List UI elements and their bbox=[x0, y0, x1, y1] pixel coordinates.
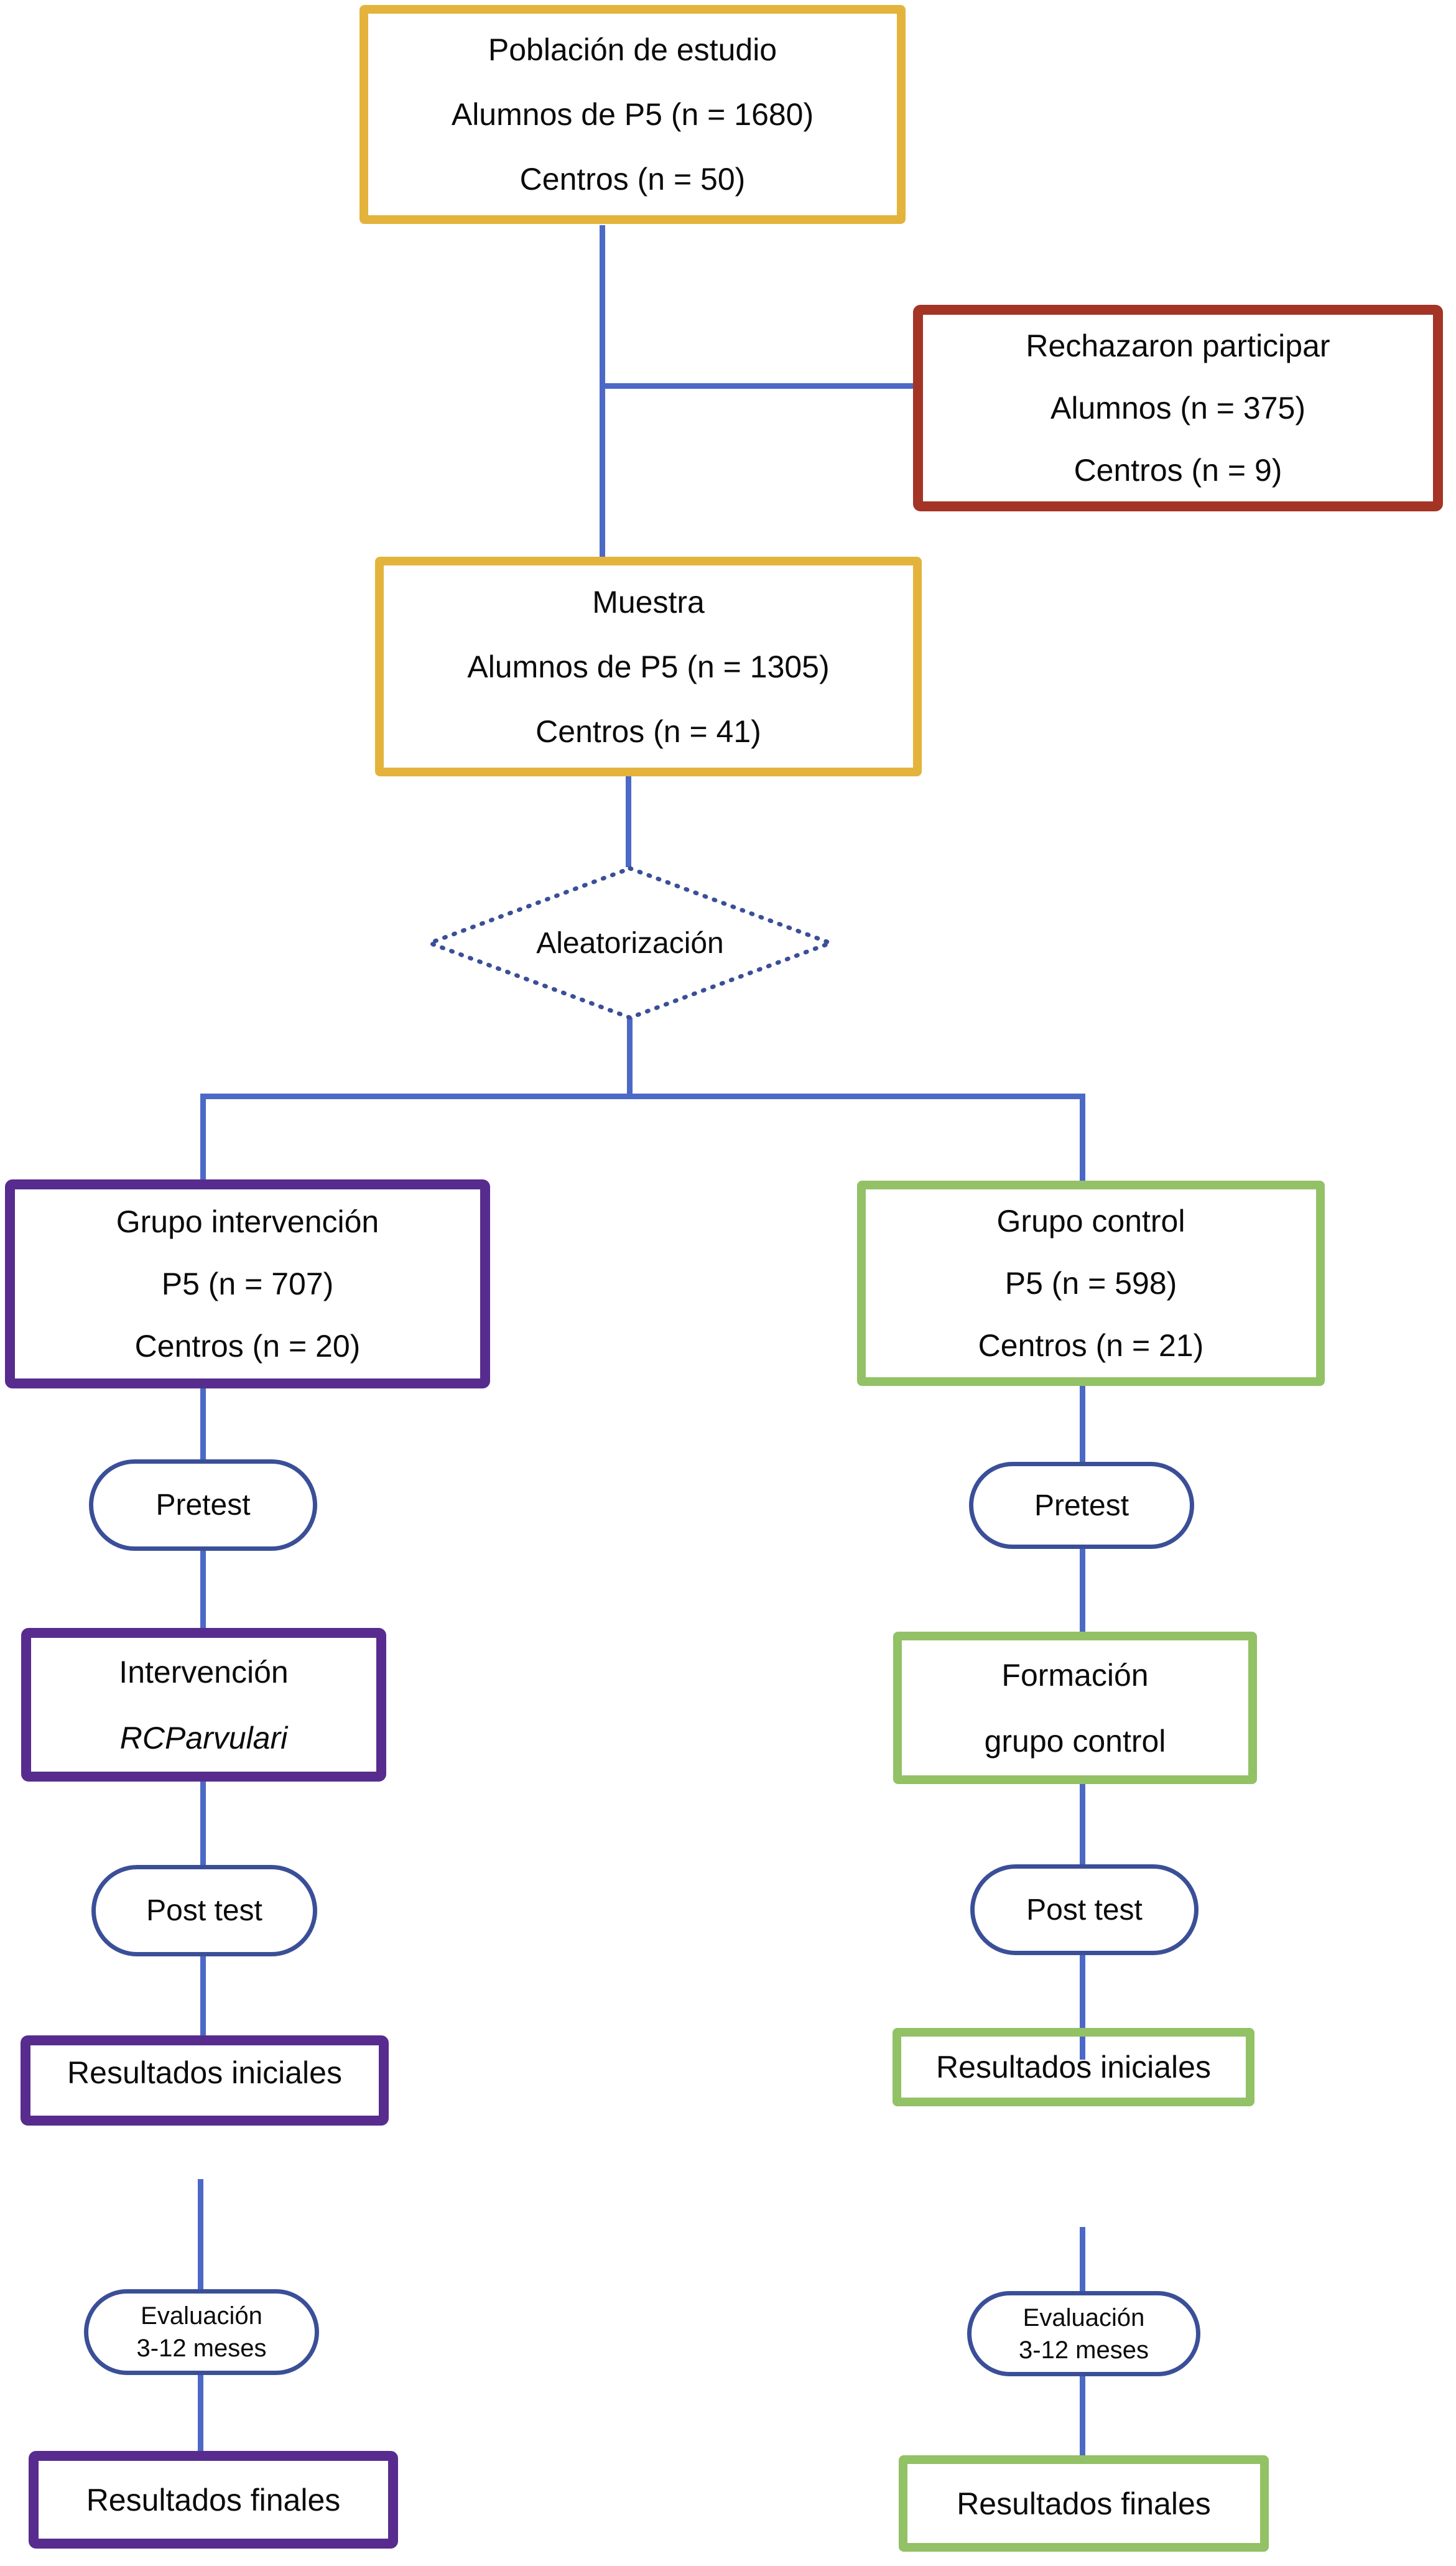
oval-evaluacion-left: Evaluación 3-12 meses bbox=[84, 2289, 319, 2375]
formacion-line-2: grupo control bbox=[984, 1723, 1166, 1759]
diamond-aleatorizacion: Aleatorización bbox=[425, 865, 835, 1021]
oval-pretest-left: Pretest bbox=[89, 1459, 317, 1551]
connector-split-left-drop bbox=[200, 1094, 206, 1181]
poblacion-line-2: Alumnos de P5 (n = 1680) bbox=[451, 97, 814, 132]
connector-grupoint-pretest bbox=[200, 1387, 206, 1461]
resultados-finales-right-label: Resultados finales bbox=[957, 2486, 1211, 2521]
connector-grupoctrl-pretest bbox=[1080, 1385, 1085, 1463]
evaluacion-left-line-1: Evaluación bbox=[141, 2302, 262, 2330]
pretest-right-label: Pretest bbox=[1034, 1489, 1129, 1522]
box-resultados-iniciales-left: Resultados iniciales bbox=[21, 2035, 389, 2126]
intervencion-line-2: RCParvulari bbox=[119, 1720, 288, 1755]
box-grupo-intervencion: Grupo intervención P5 (n = 707) Centros … bbox=[5, 1179, 490, 1388]
grupo-intervencion-line-3: Centros (n = 20) bbox=[134, 1329, 361, 1364]
diamond-outline bbox=[425, 866, 835, 1020]
connector-poblacion-muestra bbox=[600, 225, 605, 558]
oval-evaluacion-right: Evaluación 3-12 meses bbox=[967, 2291, 1200, 2376]
connector-pretest-formacion bbox=[1080, 1548, 1085, 1633]
rechazaron-line-2: Alumnos (n = 375) bbox=[1050, 391, 1305, 425]
box-resultados-finales-left: Resultados finales bbox=[29, 2451, 398, 2549]
connector-resiniciales-evaluacion-izq bbox=[198, 2179, 203, 2291]
box-rechazaron-participar: Rechazaron participar Alumnos (n = 375) … bbox=[913, 305, 1443, 511]
intervencion-line-1: Intervención bbox=[119, 1654, 289, 1690]
grupo-control-line-1: Grupo control bbox=[996, 1204, 1185, 1239]
connector-formacion-posttest bbox=[1080, 1783, 1085, 1866]
evaluacion-right-line-1: Evaluación bbox=[1022, 2303, 1145, 2331]
posttest-left-label: Post test bbox=[146, 1894, 262, 1927]
grupo-control-line-2: P5 (n = 598) bbox=[1004, 1266, 1177, 1301]
grupo-control-line-3: Centros (n = 21) bbox=[978, 1328, 1204, 1363]
box-poblacion-de-estudio: Población de estudio Alumnos de P5 (n = … bbox=[359, 5, 906, 224]
box-intervencion-rcparvulari: Intervención RCParvulari bbox=[21, 1628, 386, 1782]
resultados-iniciales-left-label: Resultados iniciales bbox=[67, 2055, 342, 2090]
aleatorizacion-label: Aleatorización bbox=[536, 926, 724, 960]
box-resultados-iniciales-right: Resultados iniciales bbox=[893, 2028, 1254, 2106]
oval-posttest-left: Post test bbox=[91, 1865, 317, 1956]
box-resultados-finales-right: Resultados finales bbox=[899, 2455, 1269, 2552]
muestra-line-1: Muestra bbox=[592, 584, 705, 620]
oval-pretest-right: Pretest bbox=[969, 1462, 1194, 1549]
box-muestra: Muestra Alumnos de P5 (n = 1305) Centros… bbox=[375, 557, 922, 776]
grupo-intervencion-line-2: P5 (n = 707) bbox=[161, 1267, 334, 1301]
posttest-right-label: Post test bbox=[1026, 1893, 1143, 1927]
pretest-left-label: Pretest bbox=[155, 1489, 251, 1522]
rechazaron-line-3: Centros (n = 9) bbox=[1073, 453, 1282, 488]
evaluacion-left-line-2: 3-12 meses bbox=[136, 2335, 267, 2362]
connector-branch-rechazaron bbox=[602, 383, 913, 389]
poblacion-line-1: Población de estudio bbox=[488, 32, 777, 67]
connector-pretest-intervencion bbox=[200, 1550, 206, 1629]
poblacion-line-3: Centros (n = 50) bbox=[519, 162, 746, 197]
oval-posttest-right: Post test bbox=[970, 1864, 1199, 1955]
connector-resiniciales-evaluacion-der bbox=[1080, 2227, 1085, 2292]
resultados-finales-left-label: Resultados finales bbox=[86, 2482, 341, 2517]
connector-split-right-drop bbox=[1080, 1094, 1085, 1183]
connector-evaluacion-resfinales-der bbox=[1080, 2375, 1085, 2457]
box-grupo-control: Grupo control P5 (n = 598) Centros (n = … bbox=[857, 1181, 1325, 1386]
grupo-intervencion-line-1: Grupo intervención bbox=[116, 1204, 379, 1239]
rechazaron-line-1: Rechazaron participar bbox=[1026, 328, 1330, 363]
formacion-line-1: Formación bbox=[1001, 1657, 1149, 1693]
connector-posttest-resiniciales-izq bbox=[200, 1955, 206, 2037]
resultados-iniciales-right-label: Resultados iniciales bbox=[936, 2050, 1211, 2085]
muestra-line-2: Alumnos de P5 (n = 1305) bbox=[467, 649, 830, 684]
connector-evaluacion-resfinales-izq bbox=[198, 2374, 203, 2452]
connector-posttest-resiniciales-der bbox=[1080, 1954, 1085, 2060]
box-formacion-grupo-control: Formación grupo control bbox=[893, 1632, 1257, 1784]
muestra-line-3: Centros (n = 41) bbox=[536, 714, 761, 749]
connector-intervencion-posttest bbox=[200, 1780, 206, 1866]
connector-muestra-aleatorizacion bbox=[626, 775, 631, 867]
connector-split-horizontal bbox=[200, 1094, 1085, 1099]
evaluacion-right-line-2: 3-12 meses bbox=[1019, 2336, 1149, 2364]
connector-aleatorizacion-split bbox=[627, 1018, 633, 1096]
